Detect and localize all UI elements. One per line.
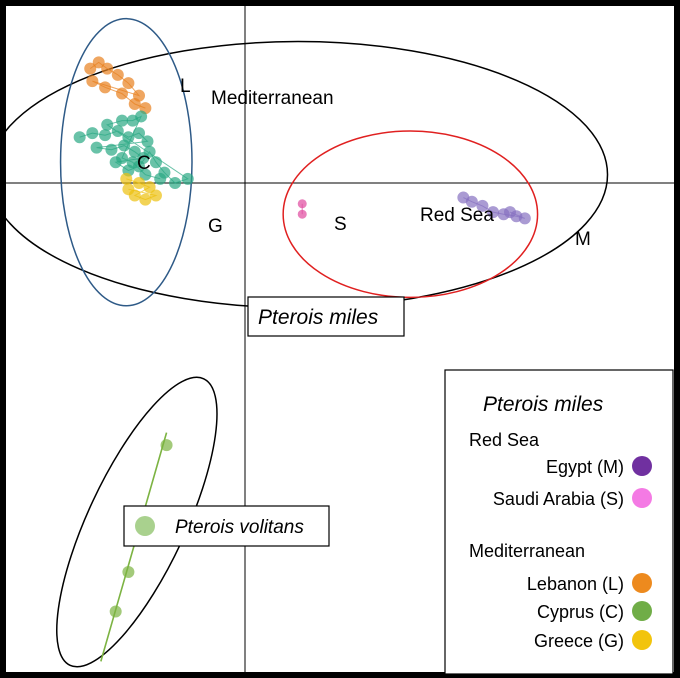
- legend-group-red-sea: Red Sea: [469, 430, 540, 450]
- point-egypt-3: [487, 206, 500, 219]
- legend-item-egypt-marker: [632, 456, 652, 476]
- point-saudi-0: [297, 199, 307, 209]
- legend: Pterois miles Red Sea Egypt (M) Saudi Ar…: [444, 369, 674, 675]
- series-saudi: [297, 199, 307, 219]
- cluster-label-cyprus: C: [137, 153, 151, 174]
- point-cyprus-9: [118, 139, 131, 152]
- point-cyprus-3: [111, 125, 124, 137]
- point-volitans-0: [160, 439, 173, 452]
- point-cyprus-2: [99, 129, 112, 142]
- point-cyprus-1: [86, 127, 99, 140]
- series-cyprus: [73, 110, 194, 189]
- point-cyprus-7: [90, 141, 103, 154]
- cluster-label-saudi: S: [334, 214, 347, 235]
- point-cyprus-24: [116, 152, 129, 165]
- volitans-label-box: [123, 505, 330, 547]
- point-cyprus-6: [141, 135, 154, 148]
- point-lebanon-1: [92, 56, 105, 69]
- cluster-label-mediterranean: Mediterranean: [211, 88, 334, 109]
- legend-item-lebanon-marker: [632, 573, 652, 593]
- point-lebanon-4: [122, 77, 135, 90]
- fit-line-layer: [100, 432, 168, 662]
- point-lebanon-6: [86, 75, 99, 88]
- legend-item-egypt-label: Egypt (M): [546, 457, 624, 477]
- point-lebanon-8: [116, 87, 129, 100]
- point-egypt-7: [504, 206, 516, 219]
- point-volitans-2: [109, 605, 122, 618]
- point-volitans-1: [122, 565, 135, 578]
- point-cyprus-20: [101, 118, 114, 131]
- point-greece-2: [143, 181, 156, 194]
- point-greece-4: [139, 193, 152, 206]
- point-cyprus-26: [139, 168, 152, 181]
- point-lebanon-2: [101, 62, 114, 75]
- point-egypt-6: [518, 212, 531, 225]
- series-greece: [120, 172, 162, 206]
- cluster-label-red-sea: Red Sea: [420, 205, 494, 226]
- volitans-label-marker: [135, 516, 155, 536]
- legend-item-saudi-label: Saudi Arabia (S): [493, 489, 624, 509]
- cluster-label-greece: G: [208, 216, 223, 237]
- ellipse-red-sea: [282, 130, 539, 299]
- ellipse-mediterranean: [59, 17, 193, 307]
- legend-item-greece-label: Greece (G): [534, 631, 624, 651]
- fit-line-volitans: [100, 432, 168, 662]
- point-cyprus-18: [169, 177, 182, 189]
- series-lebanon: [84, 56, 152, 115]
- point-cyprus-5: [133, 127, 145, 140]
- legend-item-cyprus-label: Cyprus (C): [537, 602, 624, 622]
- point-cyprus-10: [128, 145, 141, 158]
- point-cyprus-16: [149, 156, 162, 169]
- point-lebanon-3: [111, 68, 124, 81]
- cluster-label-lebanon: L: [180, 76, 191, 97]
- point-cyprus-21: [116, 114, 129, 127]
- series-volitans: [109, 439, 173, 618]
- point-cyprus-19: [181, 172, 194, 185]
- point-greece-0: [120, 172, 133, 185]
- point-lebanon-7: [99, 81, 112, 94]
- point-layer: [73, 56, 531, 618]
- legend-box: [444, 369, 674, 675]
- point-lebanon-0: [84, 62, 97, 75]
- miles-label: Pterois miles: [258, 306, 379, 329]
- series-egypt: [457, 191, 531, 225]
- cluster-label-egypt: M: [575, 229, 591, 250]
- point-greece-1: [133, 177, 145, 189]
- point-cyprus-23: [135, 110, 148, 123]
- legend-group-mediterranean: Mediterranean: [469, 541, 585, 561]
- point-cyprus-8: [105, 143, 118, 156]
- point-cyprus-27: [154, 172, 167, 185]
- volitans-label: Pterois volitans: [175, 517, 304, 538]
- point-egypt-2: [476, 199, 489, 212]
- point-cyprus-15: [143, 145, 156, 158]
- point-lebanon-9: [128, 97, 141, 110]
- point-saudi-1: [297, 209, 307, 219]
- point-greece-5: [149, 189, 162, 202]
- legend-item-cyprus-marker: [632, 601, 652, 621]
- legend-title: Pterois miles: [483, 393, 604, 416]
- point-greece-6: [122, 183, 135, 196]
- point-egypt-1: [465, 195, 478, 208]
- legend-item-greece-marker: [632, 630, 652, 650]
- legend-item-saudi-marker: [632, 488, 652, 508]
- point-cyprus-25: [126, 156, 139, 169]
- miles-label-box: [247, 296, 405, 337]
- point-cyprus-0: [73, 131, 86, 144]
- legend-item-lebanon-label: Lebanon (L): [527, 574, 624, 594]
